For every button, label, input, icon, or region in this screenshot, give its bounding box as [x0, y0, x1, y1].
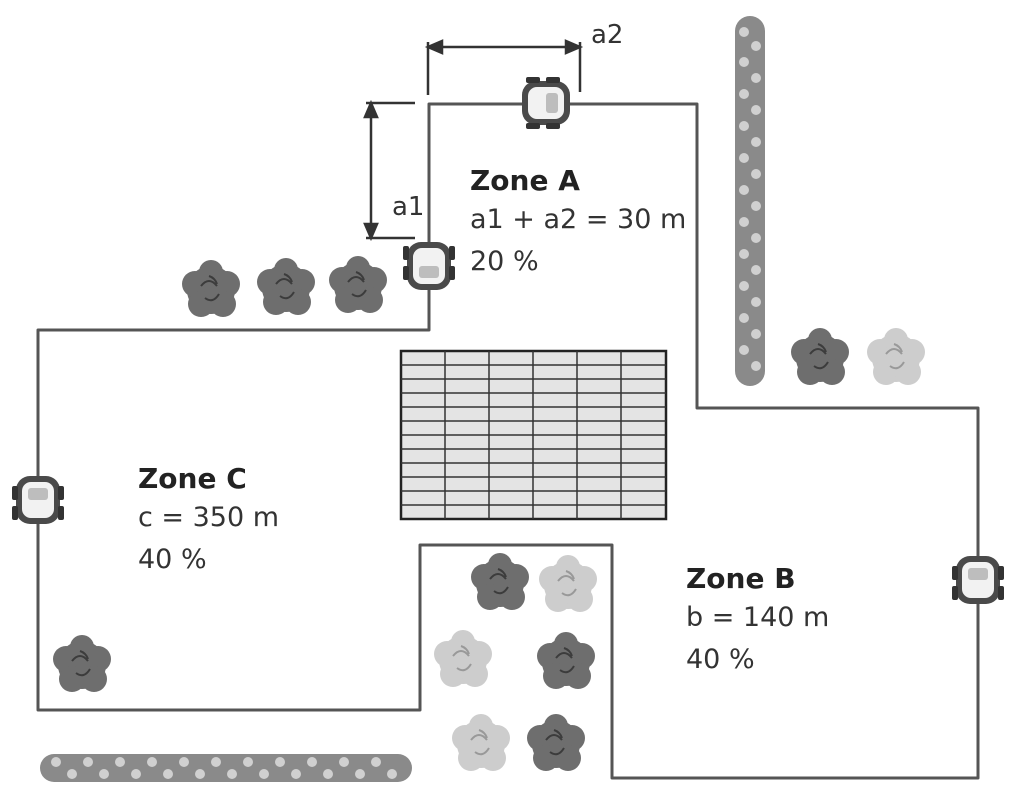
bush-icon — [328, 255, 388, 314]
bush-icon — [538, 554, 598, 613]
zone-c-percent: 40 % — [138, 543, 207, 575]
zone-b-label: Zone B b = 140 m 40 % — [686, 562, 829, 686]
dimension-a2 — [424, 39, 584, 95]
hedge-icon — [40, 754, 412, 782]
bush-icon — [470, 552, 530, 611]
zone-c-formula: c = 350 m — [138, 501, 280, 533]
zone-a-label: Zone A a1 + a2 = 30 m 20 % — [470, 164, 686, 288]
robot-mower-icon — [11, 475, 65, 525]
hedge-icon — [735, 16, 765, 386]
bush-icon — [526, 713, 586, 772]
bush-icon — [451, 713, 511, 772]
bush-icon — [52, 634, 112, 693]
robot-mower-icon — [521, 76, 571, 130]
robot-mower-icon — [951, 555, 1005, 605]
bush-icon — [866, 327, 926, 386]
boundary-wire — [36, 102, 980, 780]
bush-icon — [256, 257, 316, 316]
zone-b-percent: 40 % — [686, 643, 755, 675]
zone-a-formula: a1 + a2 = 30 m — [470, 203, 687, 235]
bush-icon — [790, 327, 850, 386]
zone-a-percent: 20 % — [470, 245, 539, 277]
patio-grid-icon — [399, 349, 668, 521]
bush-icon — [433, 629, 493, 688]
robot-mower-icon — [402, 241, 456, 291]
zone-c-title: Zone C — [138, 462, 247, 495]
a1-label: a1 — [392, 192, 425, 222]
bush-icon — [181, 259, 241, 318]
zone-c-label: Zone C c = 350 m 40 % — [138, 462, 279, 586]
a2-label: a2 — [591, 20, 624, 50]
zone-b-formula: b = 140 m — [686, 601, 830, 633]
zone-a-title: Zone A — [470, 164, 580, 197]
zone-b-title: Zone B — [686, 562, 796, 595]
dimension-a1 — [363, 99, 415, 242]
bush-icon — [536, 631, 596, 690]
